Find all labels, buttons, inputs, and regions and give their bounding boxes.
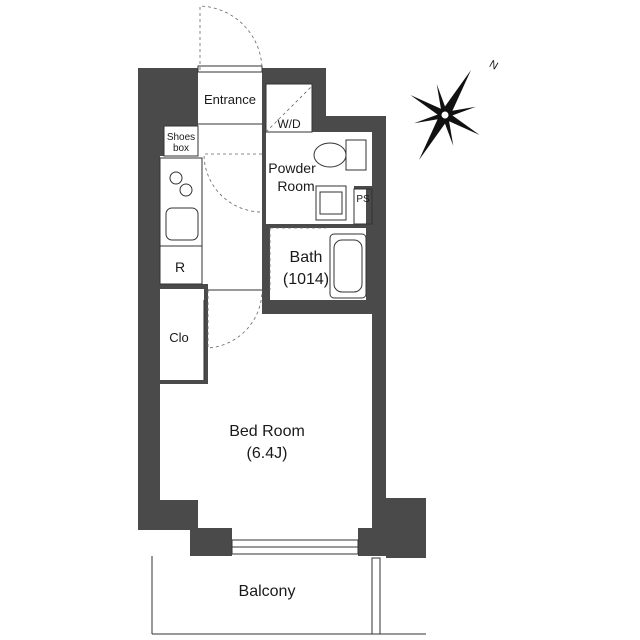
compass-north-label: N	[487, 58, 500, 72]
compass-se-arrow	[442, 114, 454, 146]
washbasin-inner	[319, 191, 343, 215]
bath-door-swing	[269, 227, 326, 290]
bedroom-size-label: (6.4J)	[247, 445, 288, 462]
wall-right-bump	[386, 498, 426, 558]
wall-closet-right	[204, 288, 208, 384]
wall-left	[138, 68, 160, 530]
wall-bottom-left-2	[190, 528, 232, 556]
labels: Entrance W/D Shoes box Powder Room PS Ba…	[167, 92, 370, 600]
walls	[138, 68, 426, 558]
wall-interior-vertical	[262, 84, 266, 314]
fridge-label: R	[175, 259, 185, 275]
wd-label: W/D	[277, 117, 301, 131]
compass-east-arrow	[443, 111, 480, 135]
wall-bath-bottom	[262, 300, 372, 314]
kitchen-counter	[159, 157, 203, 285]
wall-top-right-entrance	[262, 68, 326, 84]
wall-closet-bottom	[160, 380, 208, 384]
shoes-label-line1: Shoes	[167, 132, 195, 143]
entrance-door	[197, 65, 263, 73]
compass-north-arrow	[440, 69, 471, 118]
toilet-tank	[345, 139, 367, 171]
fixtures	[151, 5, 426, 635]
wall-kitchen-bottom	[160, 284, 208, 289]
balcony-rail	[371, 557, 381, 635]
compass: N	[410, 58, 500, 161]
entrance-door-swing	[199, 5, 263, 71]
wall-bottom-left	[138, 500, 198, 530]
bath-size-label: (1014)	[283, 271, 329, 288]
closet-label: Clo	[169, 330, 189, 345]
compass-center	[440, 110, 450, 120]
wd-box	[265, 83, 313, 133]
wall-right	[372, 116, 386, 528]
bath-label: Bath	[290, 249, 323, 266]
kitchen-sink	[165, 207, 199, 241]
toilet-bowl	[313, 142, 347, 168]
closet-door-swing	[207, 290, 263, 349]
wall-bath-right	[366, 186, 372, 314]
shoes-box	[163, 125, 199, 157]
bathtub-inner	[333, 239, 363, 293]
entrance-label: Entrance	[204, 92, 256, 107]
compass-ne-arrow	[444, 106, 476, 118]
powder-door-swing	[203, 153, 263, 213]
shoes-label-line2: box	[173, 143, 189, 154]
wall-top-right	[312, 116, 386, 132]
wall-ps	[354, 186, 372, 189]
ps-box	[353, 188, 373, 225]
wall-kitchen-stub	[160, 126, 164, 156]
powder-label-line1: Powder	[268, 160, 316, 176]
balcony-label: Balcony	[239, 583, 296, 600]
fridge-box	[159, 245, 203, 285]
wall-bath-left	[262, 224, 270, 314]
compass-nw-arrow	[436, 84, 448, 116]
wd-diagonal	[265, 85, 313, 133]
wall-powder-bath	[266, 224, 372, 228]
bedroom-label: Bed Room	[229, 423, 305, 440]
stove-burner-1	[169, 171, 183, 185]
powder-label-line2: Room	[277, 178, 314, 194]
wall-bottom-right	[358, 528, 386, 556]
bathtub	[329, 233, 367, 299]
compass-south-arrow	[419, 112, 450, 161]
compass-sw-arrow	[414, 112, 446, 124]
compass-west-arrow	[410, 95, 447, 119]
ps-label: PS	[356, 194, 370, 205]
wall-left-top	[160, 68, 198, 126]
stove-burner-2	[179, 183, 193, 197]
